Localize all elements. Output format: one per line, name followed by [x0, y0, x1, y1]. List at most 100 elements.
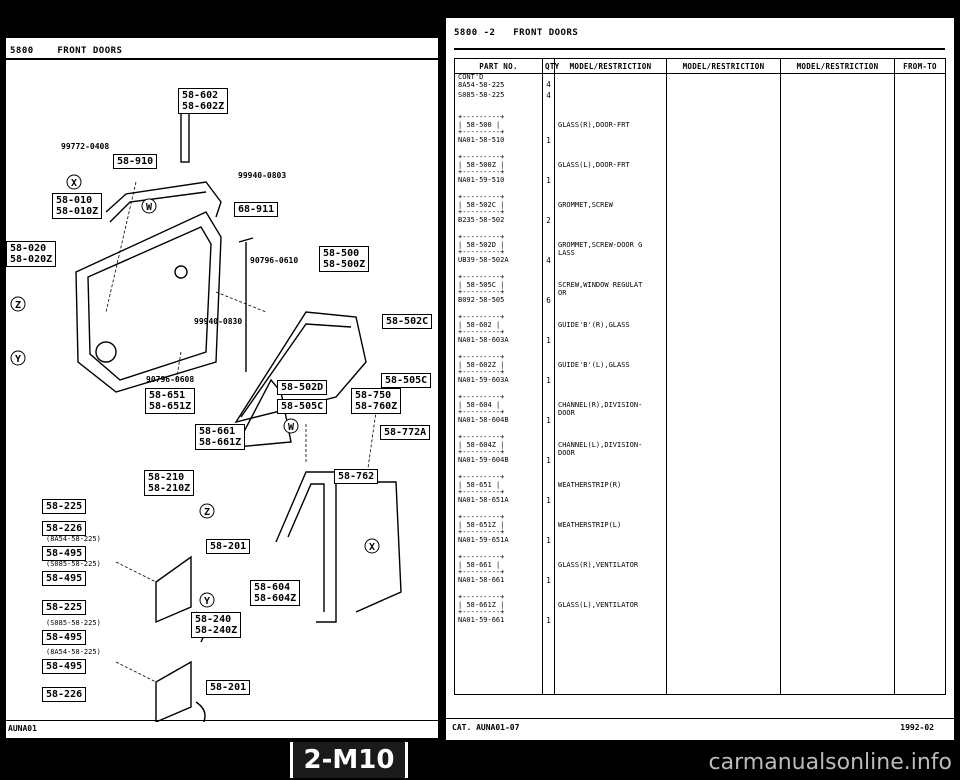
description: SCREW,WINDOW REGULAT OR — [558, 281, 643, 297]
ref-box-border: +---------+ — [458, 368, 505, 377]
qty-cell: 4 — [542, 73, 555, 92]
catalog-code: CAT. AUNA01-07 — [452, 723, 520, 732]
right-header-code: 5800 -2 — [454, 28, 496, 38]
model-cell: WEATHERSTRIP(L) — [554, 514, 667, 554]
qty-cell: 1 — [542, 474, 555, 514]
description: GUIDE'B'(R),GLASS — [558, 321, 630, 329]
qty-cell: 4 — [542, 234, 555, 274]
part-number: NA01-59-651A — [458, 535, 509, 544]
callout-58-505c-a: 58-505C — [381, 373, 432, 388]
ref-box-border: +---------+ — [458, 433, 505, 441]
ref-number: 58-661Z — [466, 600, 496, 609]
empty-cell — [666, 514, 781, 554]
ref-box-border: +---------+ — [458, 113, 505, 121]
empty-cell — [894, 73, 946, 92]
ref-box: | 58-604 | — [458, 400, 501, 409]
ref-box-border: +---------+ — [458, 193, 505, 201]
ref-box-border: +---------+ — [458, 408, 505, 417]
empty-cell — [780, 194, 895, 234]
left-header: 5800 FRONT DOORS — [10, 46, 122, 56]
ref-number: 58-604 — [466, 400, 492, 409]
empty-cell — [666, 92, 781, 114]
watermark: carmanualsonline.info — [708, 750, 952, 775]
qty-value: 1 — [546, 456, 551, 465]
door-hinge-upper — [155, 555, 192, 624]
empty-cell — [666, 234, 781, 274]
ref-number: 58-500 — [466, 120, 492, 129]
col-header-model-1: MODEL/RESTRICTION — [554, 58, 667, 74]
table-row: +---------+| 58-604 |+---------+NA01-58-… — [454, 393, 946, 434]
empty-cell — [894, 394, 946, 434]
ref-box: | 58-661 | — [458, 560, 501, 569]
callout-58-020: 58-020 58-020Z — [6, 241, 57, 267]
qty-value: 6 — [546, 296, 551, 305]
empty-cell — [554, 634, 667, 695]
empty-cell — [666, 154, 781, 194]
ref-box-border: +---------+ — [458, 153, 505, 161]
empty-cell — [666, 354, 781, 394]
callout-58-495-d: 58-495 — [42, 659, 87, 674]
callout-58-201-b: 58-201 — [206, 680, 251, 695]
ref-box-border: +---------+ — [458, 168, 505, 177]
empty-cell — [894, 154, 946, 194]
empty-cell — [554, 92, 667, 114]
empty-cell — [894, 434, 946, 474]
empty-cell — [666, 474, 781, 514]
door-panel-outline — [75, 211, 222, 393]
qty-value: 1 — [546, 336, 551, 345]
ref-box-border: +---------+ — [458, 128, 505, 137]
empty-cell — [554, 73, 667, 92]
description: WEATHERSTRIP(R) — [558, 481, 622, 489]
ref-box: | 58-651 | — [458, 480, 501, 489]
callout-58-201-a: 58-201 — [206, 539, 251, 554]
ref-number: 58-505C — [466, 280, 496, 289]
qty-value: 1 — [546, 616, 551, 625]
applicability-note: (S085-58-225) — [46, 560, 101, 568]
part-number: NA01-58-603A — [458, 335, 509, 344]
table-header-row: PART NO. QTY MODEL/RESTRICTION MODEL/RES… — [454, 58, 946, 74]
part-cell: S085-58-225 — [454, 91, 543, 114]
description: GROMMET,SCREW-DOOR G LASS — [558, 241, 643, 257]
empty-cell — [780, 314, 895, 354]
empty-cell — [666, 114, 781, 154]
qty-value: 1 — [546, 536, 551, 545]
part-cell: +---------+| 58-661Z |+---------+NA01-59… — [454, 593, 543, 634]
table-row: +---------+| 58-661Z |+---------+NA01-59… — [454, 593, 946, 634]
part-cell: CONT'D 8A54-58-225 — [454, 73, 543, 92]
qty-value: 1 — [546, 136, 551, 145]
empty-cell — [666, 73, 781, 92]
part-number: B235-58-502 — [458, 215, 505, 224]
empty-cell — [894, 354, 946, 394]
description: WEATHERSTRIP(L) — [558, 521, 622, 529]
table-row: +---------+| 58-651Z |+---------+NA01-59… — [454, 513, 946, 554]
part-cell: +---------+| 58-651Z |+---------+NA01-59… — [454, 513, 543, 554]
empty-cell — [780, 73, 895, 92]
empty-cell — [780, 274, 895, 314]
model-cell: GUIDE'B'(R),GLASS — [554, 314, 667, 354]
header-rule — [454, 48, 945, 50]
model-cell: WEATHERSTRIP(R) — [554, 474, 667, 514]
hinge-pin-lower — [195, 701, 206, 722]
left-footer-code: AUNA01 — [8, 724, 37, 733]
empty-cell — [780, 594, 895, 634]
ref-box: | 58-604Z | — [458, 440, 505, 449]
table-row: +---------+| 58-500Z |+---------+NA01-59… — [454, 153, 946, 194]
part-cell: +---------+| 58-602 |+---------+NA01-58-… — [454, 313, 543, 354]
ref-number: 58-602 — [466, 320, 492, 329]
part-cell: +---------+| 58-651 |+---------+NA01-58-… — [454, 473, 543, 514]
ref-box-border: +---------+ — [458, 353, 505, 361]
col-header-model-2: MODEL/RESTRICTION — [666, 58, 781, 74]
model-cell: GLASS(R),DOOR-FRT — [554, 114, 667, 154]
description: GLASS(L),VENTILATOR — [558, 601, 639, 609]
part-number: NA01-58-651A — [458, 495, 509, 504]
partnum-99940-0830: 99940-0830 — [194, 317, 243, 326]
door-hinge-lower — [155, 660, 192, 722]
empty-cell — [780, 474, 895, 514]
model-cell: GLASS(L),VENTILATOR — [554, 594, 667, 634]
callout-58-225-a: 58-225 — [42, 499, 87, 514]
callout-58-226-a: 58-226 — [42, 521, 87, 536]
empty-cell — [666, 314, 781, 354]
part-number: NA01-58-510 — [458, 135, 505, 144]
ref-box-border: +---------+ — [458, 288, 505, 297]
part-cell: +---------+| 58-604 |+---------+NA01-58-… — [454, 393, 543, 434]
